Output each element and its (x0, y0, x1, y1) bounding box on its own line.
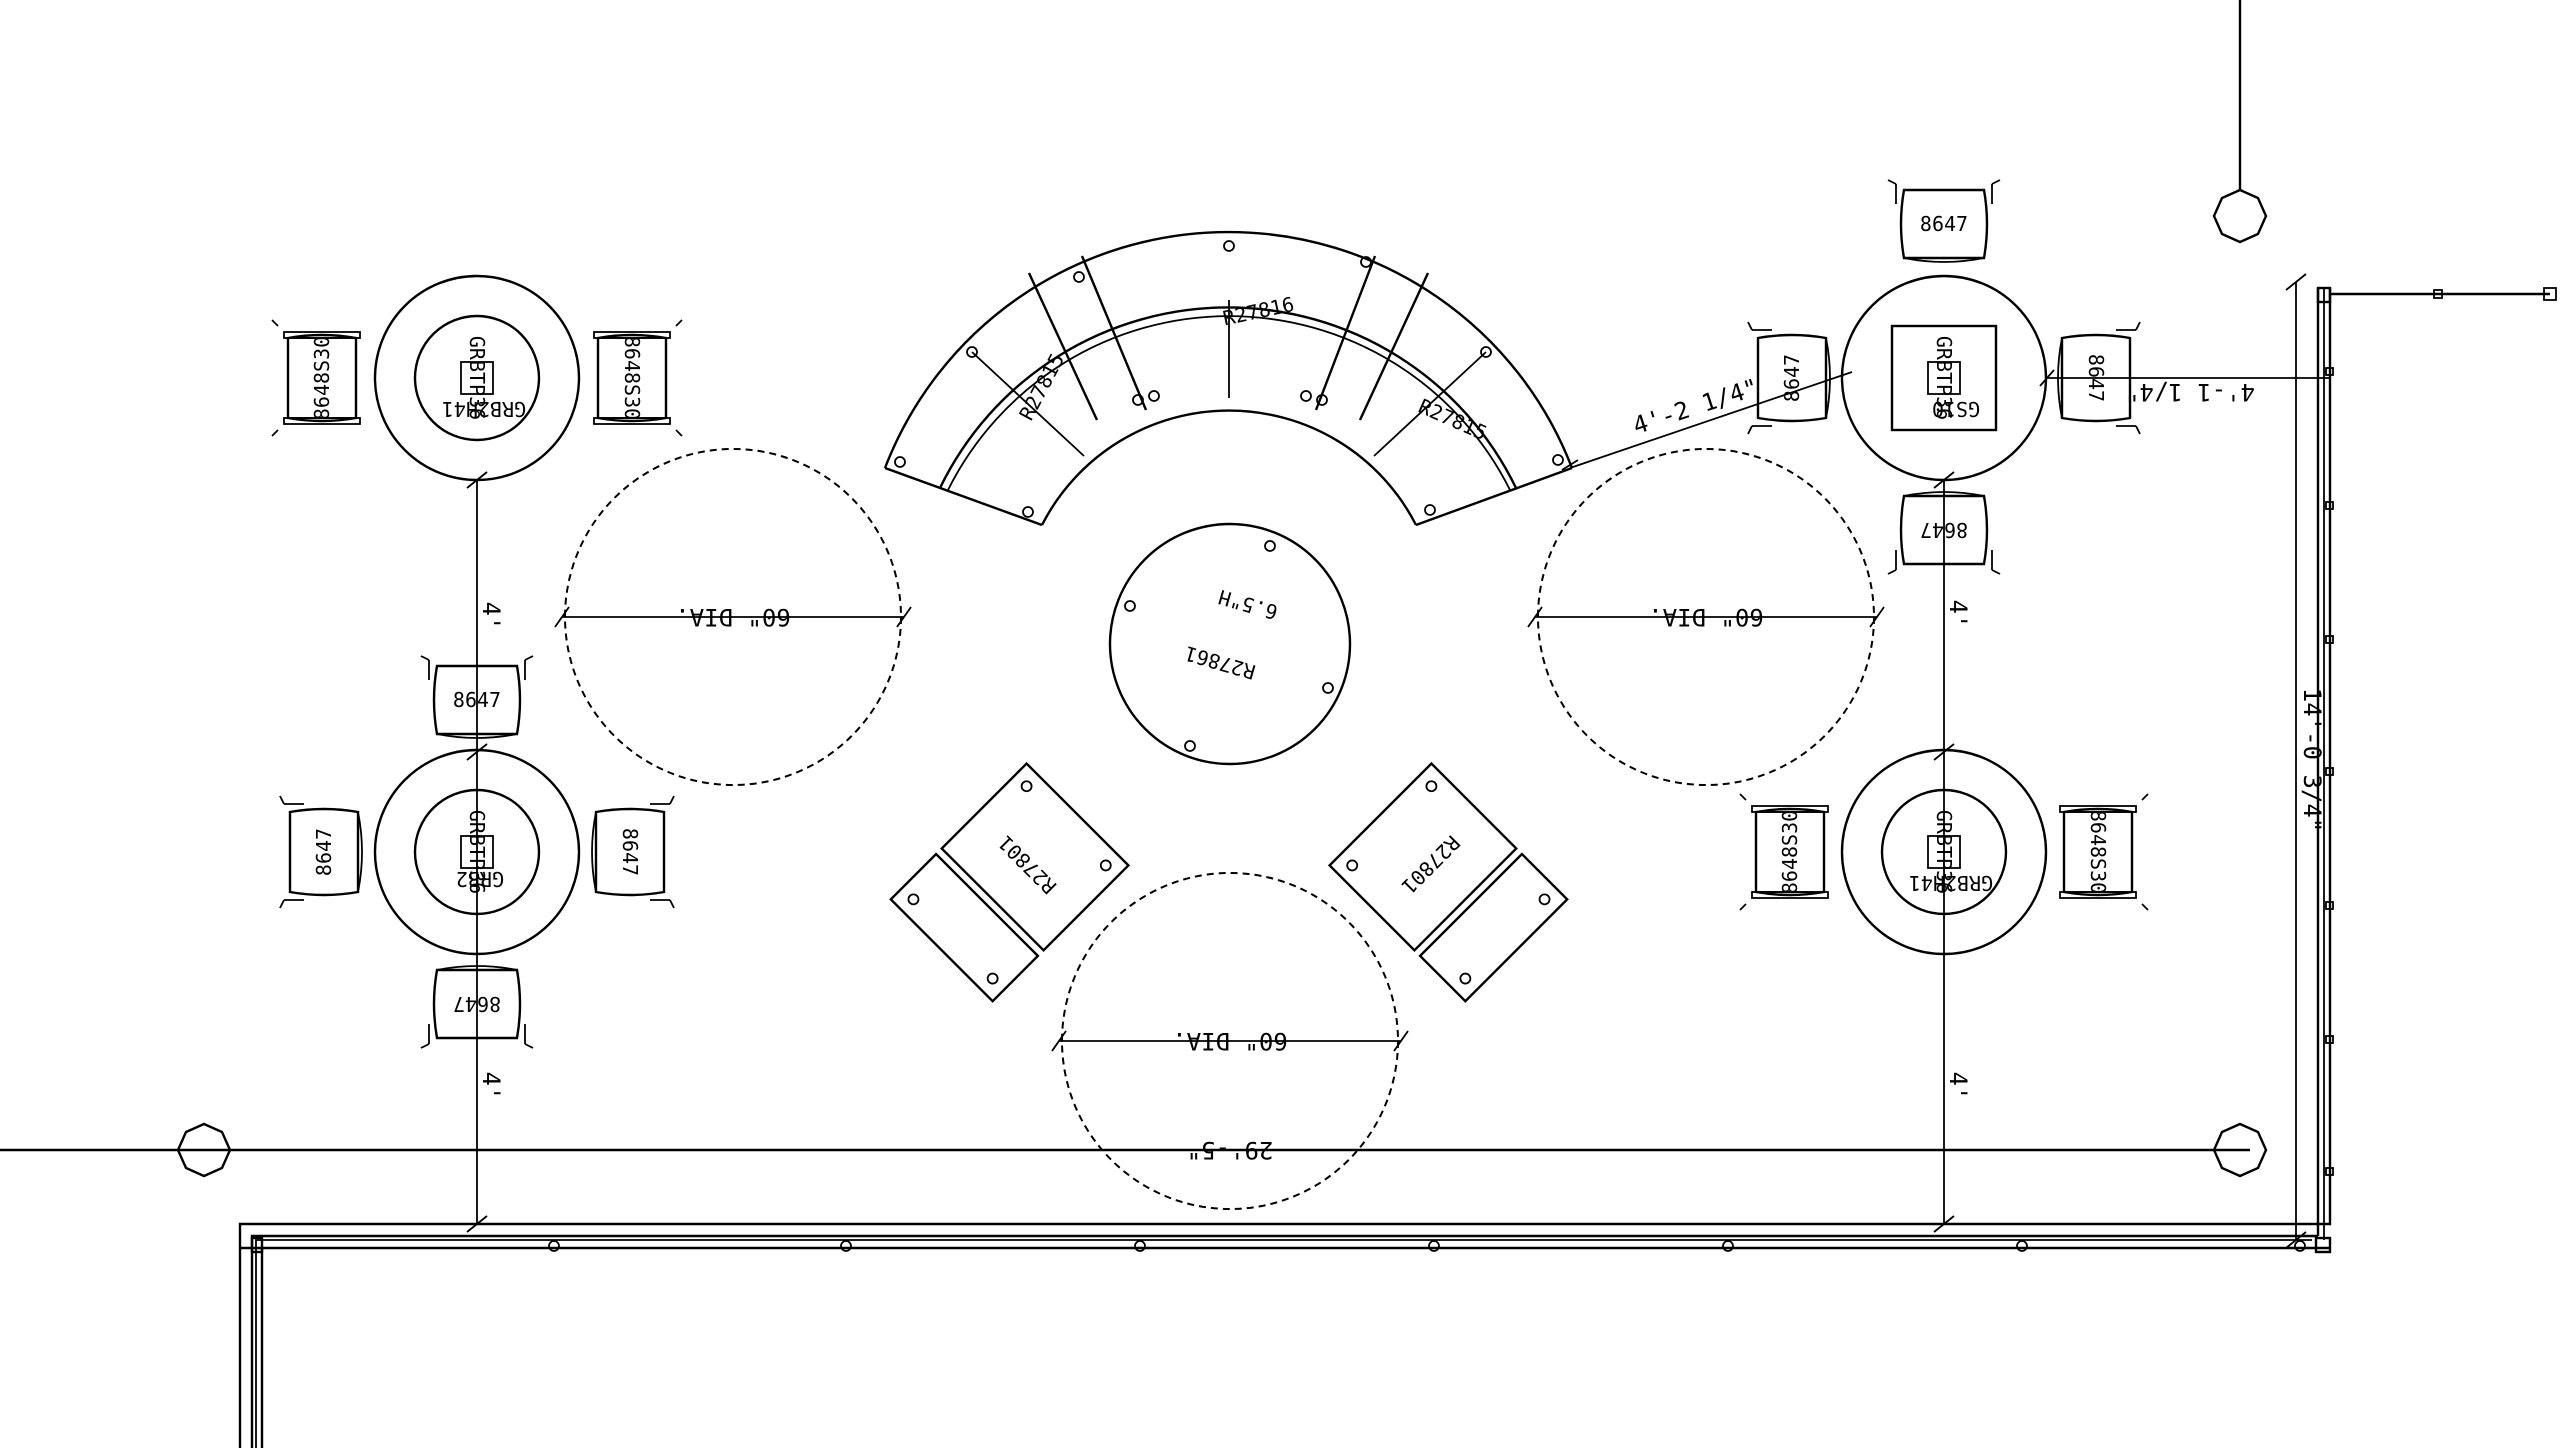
center-ottoman: 6.5"H R27861 (1108, 522, 1352, 766)
chair-8648s30: 8648S30 (2058, 792, 2150, 912)
table-base-label: GRB2 (456, 867, 504, 891)
aisle-dim-right-upper: 4' (1944, 600, 1972, 629)
clearance-circle-left: 60" DIA. (554, 448, 912, 786)
offset-dim-right: 4'-1 1/4" (2125, 378, 2255, 406)
wall-markers (548, 367, 2334, 1252)
lounge-chair-right: R27801 (1327, 761, 1569, 1003)
table-group-top-left: GRBTP36 GRB2H41 8648S30 8648S30 (270, 274, 684, 482)
clearance-dim-left: 60" DIA. (675, 603, 791, 631)
column-marker-top (2212, 188, 2268, 244)
column-grid (0, 0, 2268, 1178)
chair-8647: 8647 (1746, 320, 1832, 436)
chair-8648s30: 8648S30 (592, 318, 684, 438)
chair-8647: 8647 (590, 794, 676, 910)
building-wall (238, 286, 2557, 1448)
clearance-dim-bottom: 60" DIA. (1172, 1027, 1288, 1055)
svg-text:8647: 8647 (312, 828, 336, 876)
svg-text:8648S30: 8648S30 (620, 336, 644, 420)
svg-text:8647: 8647 (618, 828, 642, 876)
table-top-label: GRBTP36 (465, 336, 489, 420)
dimension-lines: 4' 4' 4' 4' 29'-5" 14'-0 3/4" 4'-2 1/4" … (466, 273, 2330, 1249)
ottoman-height: 6.5"H (1216, 585, 1281, 625)
svg-text:8648S30: 8648S30 (1778, 810, 1802, 894)
clearance-dim-right: 60" DIA. (1648, 603, 1764, 631)
table-base-label: GRB2H41 (442, 397, 526, 421)
aisle-dim-left-lower: 4' (477, 1072, 505, 1101)
overall-depth-dim: 14'-0 3/4" (2298, 688, 2326, 833)
curved-sofa: R27815 R27816 R27815 (883, 230, 1574, 527)
chair-8647: 8647 (1886, 178, 2002, 264)
overall-width-dim: 29'-5" (1187, 1136, 1274, 1164)
aisle-dim-left-upper: 4' (477, 602, 505, 631)
clearance-circle-bottom: 60" DIA. (1051, 872, 1409, 1210)
ottoman-label: R27861 (1182, 641, 1258, 684)
lounge-chair-left: R27801 (889, 761, 1131, 1003)
svg-text:8647: 8647 (1780, 354, 1804, 402)
sofa-label-left: R27815 (1014, 349, 1069, 424)
chair-8647: 8647 (278, 794, 364, 910)
aisle-dim-right-lower: 4' (1944, 1072, 1972, 1101)
svg-text:8648S30: 8648S30 (2086, 810, 2110, 894)
offset-dim-diagonal: 4'-2 1/4" (1630, 373, 1762, 440)
chair-8648s30: 8648S30 (270, 318, 362, 438)
sofa-label-center: R27816 (1221, 292, 1297, 330)
sofa-label-right: R27815 (1415, 394, 1491, 445)
svg-text:8648S30: 8648S30 (310, 336, 334, 420)
table-base-label: GS10 (1932, 397, 1980, 421)
chair-8648s30: 8648S30 (1738, 792, 1830, 912)
lounge-label-right: R27801 (1397, 831, 1465, 899)
table-base-label: GRB2H41 (1909, 871, 1993, 895)
clearance-circle-right: 60" DIA. (1527, 448, 1885, 786)
svg-text:8647: 8647 (1920, 212, 1968, 236)
table-top-label: GRBTP36 (1932, 336, 1956, 420)
lounge-label-left: R27801 (993, 831, 1061, 899)
